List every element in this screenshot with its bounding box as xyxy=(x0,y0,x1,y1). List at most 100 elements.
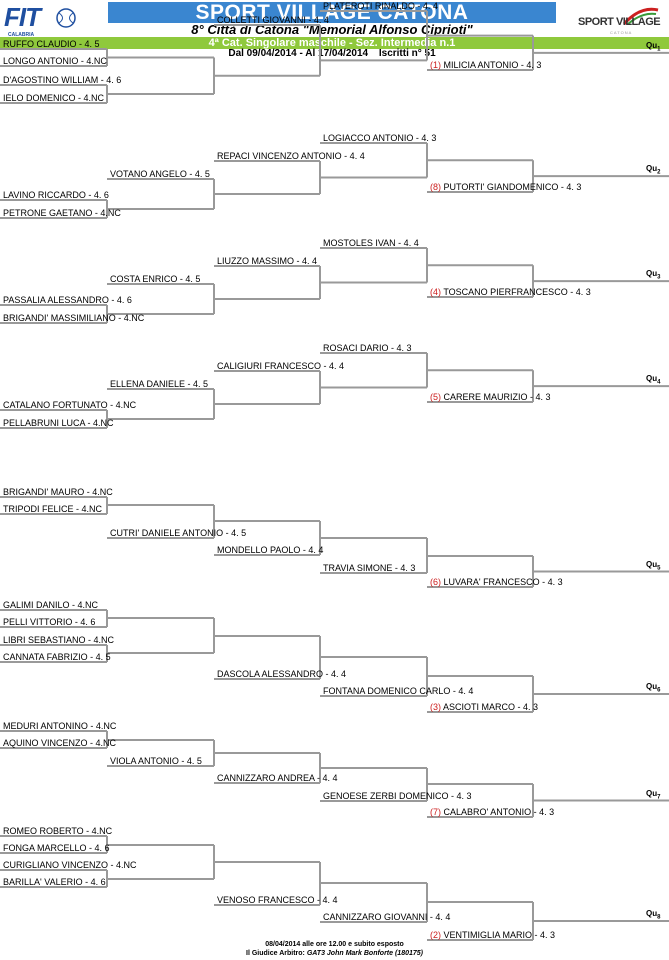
seed-name: PUTORTI' GIANDOMENICO - 4. 3 xyxy=(441,182,582,192)
qualifier-prefix: Qu xyxy=(646,269,658,279)
seeded-player: (7) CALABRO' ANTONIO - 4. 3 xyxy=(430,807,554,817)
seed-name: MILICIA ANTONIO - 4. 3 xyxy=(441,60,542,70)
player-name: VENOSO FRANCESCO - 4. 4 xyxy=(217,895,338,905)
player-name: TRAVIA SIMONE - 4. 3 xyxy=(323,563,416,573)
player-name: MEDURI ANTONINO - 4.NC xyxy=(3,721,117,731)
player-name: PETRONE GAETANO - 4.NC xyxy=(3,208,121,218)
player-name: ROSACI DARIO - 4. 3 xyxy=(323,343,412,353)
qualifier-number: 5 xyxy=(657,565,661,572)
qualifier-label: Qu4 xyxy=(646,374,660,388)
seed-name: LUVARA' FRANCESCO - 4. 3 xyxy=(441,577,563,587)
category-bar xyxy=(0,37,669,49)
player-name: ROMEO ROBERTO - 4.NC xyxy=(3,826,113,836)
seeded-player: (6) LUVARA' FRANCESCO - 4. 3 xyxy=(430,577,563,587)
qualifier-prefix: Qu xyxy=(646,40,658,50)
seed-name: CARERE MAURIZIO - 4. 3 xyxy=(441,392,551,402)
seed-number: (3) xyxy=(430,702,441,712)
player-name: MOSTOLES IVAN - 4. 4 xyxy=(323,238,419,248)
sport-village-logo: SPORT VILLAGE CATONA xyxy=(578,6,668,40)
fit-logo-text: FIT xyxy=(4,2,41,32)
seed-name: TOSCANO PIERFRANCESCO - 4. 3 xyxy=(441,287,591,297)
seeded-player: (8) PUTORTI' GIANDOMENICO - 4. 3 xyxy=(430,182,581,192)
qualifier-number: 6 xyxy=(657,687,661,694)
player-name: CURIGLIANO VINCENZO - 4.NC xyxy=(3,860,137,870)
referee-name: GAT3 John Mark Bonforte (180175) xyxy=(306,950,423,957)
swoosh-icon xyxy=(622,7,659,26)
qualifier-number: 4 xyxy=(657,379,661,386)
qualifier-number: 3 xyxy=(657,274,661,281)
qualifier-number: 2 xyxy=(657,169,661,176)
tennis-ball-icon xyxy=(56,8,76,28)
seeded-player: (5) CARERE MAURIZIO - 4. 3 xyxy=(430,392,551,402)
seeded-player: (4) TOSCANO PIERFRANCESCO - 4. 3 xyxy=(430,287,591,297)
player-name: CALIGIURI FRANCESCO - 4. 4 xyxy=(217,361,345,371)
player-name: COLLETTI GIOVANNI - 4. 4 xyxy=(217,15,329,25)
player-name: VOTANO ANGELO - 4. 5 xyxy=(110,169,210,179)
tournament-dates: Dal 09/04/2014 - Al 17/04/2014 xyxy=(228,48,369,59)
seed-number: (7) xyxy=(430,807,441,817)
qualifier-label: Qu3 xyxy=(646,269,660,283)
player-name: BRIGANDI' MAURO - 4.NC xyxy=(3,487,113,497)
footer: 08/04/2014 alle ore 12.00 e subito espos… xyxy=(0,940,669,958)
dates-line: Dal 09/04/2014 - Al 17/04/2014 Iscritti … xyxy=(108,48,556,60)
qualifier-label: Qu2 xyxy=(646,164,660,178)
player-name: TRIPODI FELICE - 4.NC xyxy=(3,504,103,514)
qualifier-prefix: Qu xyxy=(646,788,658,798)
seed-number: (5) xyxy=(430,392,441,402)
player-name: BARILLA' VALERIO - 4. 6 xyxy=(3,877,106,887)
player-name: RUFFO CLAUDIO - 4. 5 xyxy=(3,39,100,49)
referee-prefix: Il Giudice Arbitro: xyxy=(246,950,305,957)
player-name: PASSALIA ALESSANDRO - 4. 6 xyxy=(3,295,132,305)
seeded-player: (1) MILICIA ANTONIO - 4. 3 xyxy=(430,60,541,70)
qualifier-label: Qu5 xyxy=(646,560,660,574)
seeded-player: (2) VENTIMIGLIA MARIO - 4. 3 xyxy=(430,930,555,940)
player-name: COSTA ENRICO - 4. 5 xyxy=(110,274,201,284)
player-name: REPACI VINCENZO ANTONIO - 4. 4 xyxy=(217,151,365,161)
player-name: MONDELLO PAOLO - 4. 4 xyxy=(217,545,324,555)
seed-number: (4) xyxy=(430,287,441,297)
qualifier-prefix: Qu xyxy=(646,682,658,691)
player-name: IELO DOMENICO - 4.NC xyxy=(3,93,105,103)
seed-name: ASCIOTI MARCO - 4. 3 xyxy=(441,702,539,712)
player-name: FONGA MARCELLO - 4. 6 xyxy=(3,843,110,853)
player-name: LAVINO RICCARDO - 4. 6 xyxy=(3,190,109,200)
qualifier-prefix: Qu xyxy=(646,909,658,918)
player-name: LIUZZO MASSIMO - 4. 4 xyxy=(217,256,318,266)
qualifier-label: Qu6 xyxy=(646,682,660,696)
player-name: LOGIACCO ANTONIO - 4. 3 xyxy=(323,133,437,143)
player-name: LONGO ANTONIO - 4.NC xyxy=(3,56,107,66)
player-name: DASCOLA ALESSANDRO - 4. 4 xyxy=(217,669,347,679)
player-name: CANNIZZARO GIOVANNI - 4. 4 xyxy=(323,912,451,922)
player-name: BRIGANDI' MASSIMILIANO - 4.NC xyxy=(3,313,145,323)
player-name: VIOLA ANTONIO - 4. 5 xyxy=(110,756,202,766)
seed-name: VENTIMIGLIA MARIO - 4. 3 xyxy=(441,930,556,940)
player-name: GENOESE ZERBI DOMENICO - 4. 3 xyxy=(323,791,472,801)
sv-logo-sub: CATONA xyxy=(610,30,633,35)
qualifier-number: 7 xyxy=(657,794,661,801)
player-name: PLATEROTI RINALDO - 4. 4 xyxy=(323,1,438,11)
qualifier-label: Qu7 xyxy=(646,789,660,803)
seed-number: (6) xyxy=(430,577,441,587)
player-name: D'AGOSTINO WILLIAM - 4. 6 xyxy=(3,75,122,85)
player-name: PELLABRUNI LUCA - 4.NC xyxy=(3,418,114,428)
player-name: CANNATA FABRIZIO - 4. 5 xyxy=(3,652,111,662)
referee-line: Il Giudice Arbitro: GAT3 John Mark Bonfo… xyxy=(0,949,669,958)
player-name: LIBRI SEBASTIANO - 4.NC xyxy=(3,635,115,645)
player-name: AQUINO VINCENZO - 4.NC xyxy=(3,738,117,748)
qualifier-label: Qu1 xyxy=(646,41,660,55)
category-label: 4ª Cat. Singolare maschile - Sez. Interm… xyxy=(208,37,456,49)
fit-logo: FIT CALABRIA xyxy=(2,2,88,42)
seed-number: (2) xyxy=(430,930,441,940)
seed-name: CALABRO' ANTONIO - 4. 3 xyxy=(441,807,555,817)
posting-note: 08/04/2014 alle ore 12.00 e subito espos… xyxy=(265,941,404,948)
qualifier-number: 8 xyxy=(657,914,661,921)
player-name: CANNIZZARO ANDREA - 4. 4 xyxy=(217,773,338,783)
player-name: CUTRI' DANIELE ANTONIO - 4. 5 xyxy=(110,528,247,538)
registered-count: Iscritti n° 51 xyxy=(378,48,436,59)
player-name: PELLI VITTORIO - 4. 6 xyxy=(3,617,96,627)
seed-number: (8) xyxy=(430,182,441,192)
qualifier-prefix: Qu xyxy=(646,559,658,569)
qualifier-prefix: Qu xyxy=(646,374,658,384)
header: FIT CALABRIA SPORT VILLAGE CATONA 8° Cit… xyxy=(0,0,669,62)
